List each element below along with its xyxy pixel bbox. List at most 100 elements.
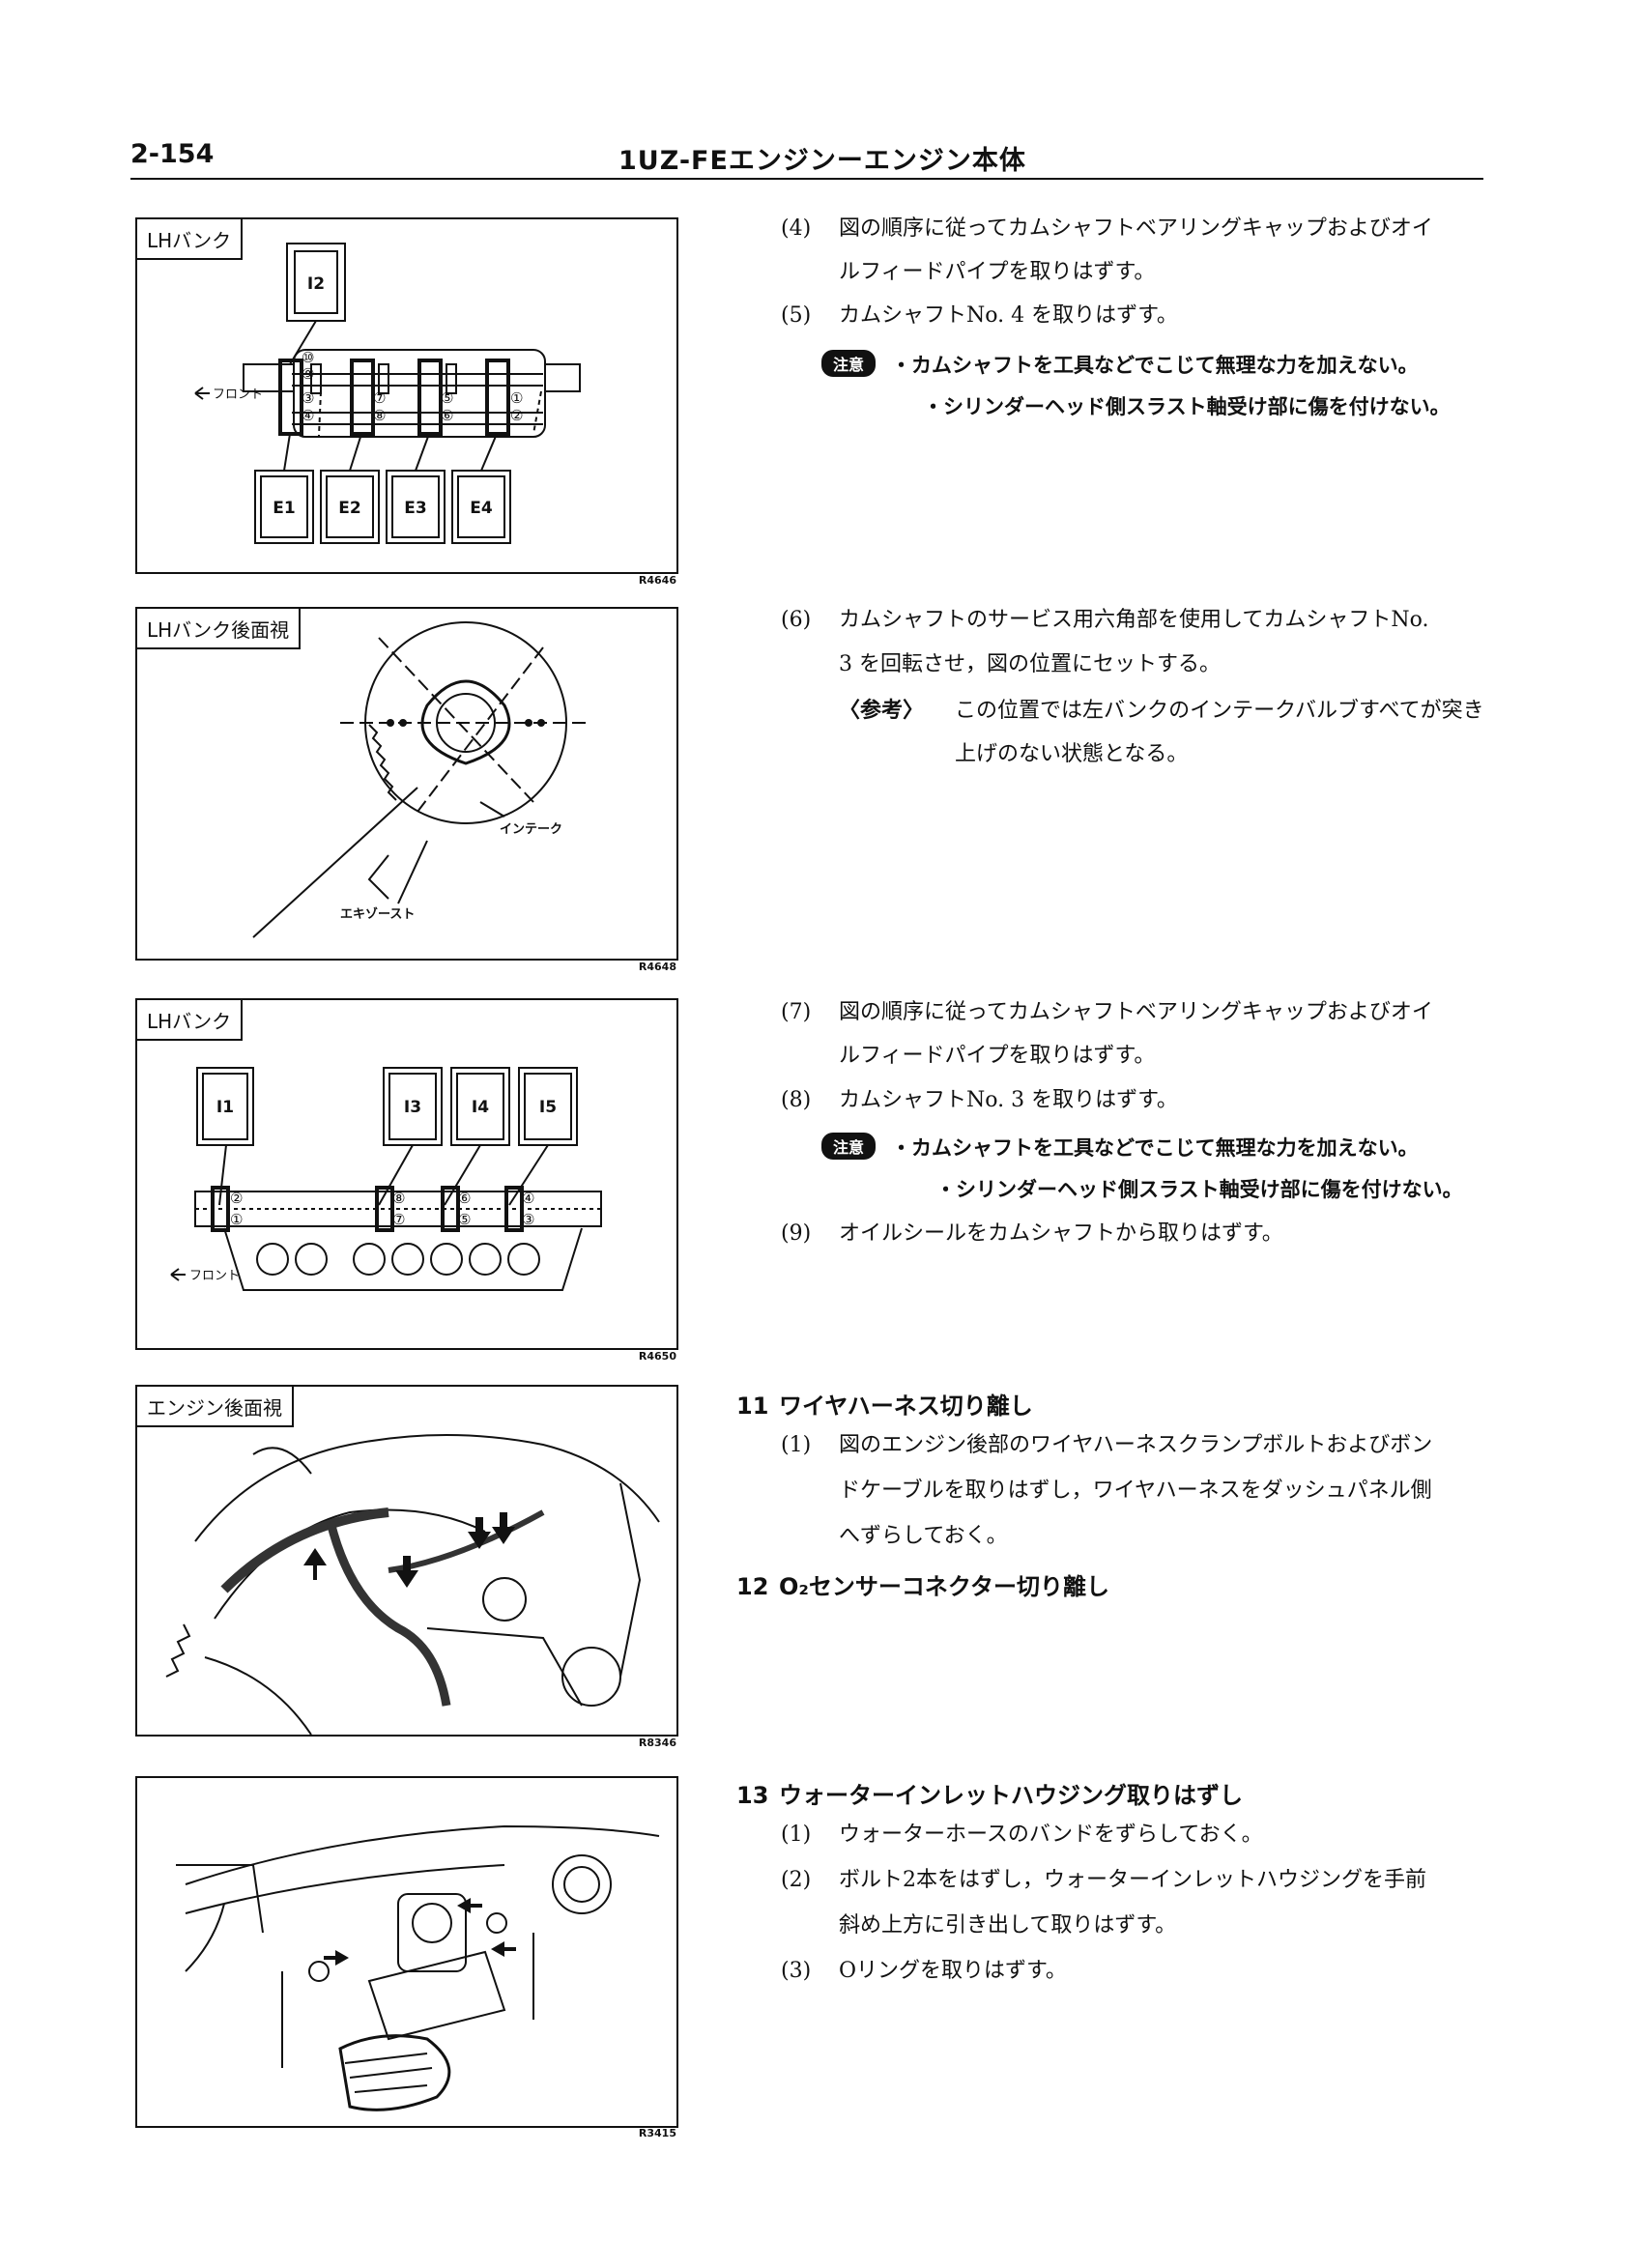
cap-number-6: ⑥ (458, 1190, 471, 1207)
step-9: (9) オイルシールをカムシャフトから取りはずす。 (781, 1220, 1283, 1249)
cap-number-2: ② (230, 1190, 243, 1207)
cap-number-8: ⑧ (373, 407, 386, 424)
step-8: (8) カムシャフトNo. 3 を取りはずす。 (781, 1086, 1178, 1115)
step-number: (1) (781, 1433, 812, 1457)
cap-number-10: ⑩ (302, 349, 314, 366)
step-text: Oリングを取りはずす。 (839, 1959, 1067, 1983)
step-text: オイルシールをカムシャフトから取りはずす。 (839, 1221, 1283, 1246)
step-number: (5) (781, 303, 812, 328)
step-number: (2) (781, 1868, 812, 1892)
step-11-1-cont-1: ドケーブルを取りはずし，ワイヤハーネスをダッシュパネル側 (839, 1479, 1432, 1503)
figure-label: LHバンク (137, 219, 244, 260)
figure-code: R4648 (638, 961, 676, 973)
figure-lh-bank-2: ② ① ⑧ ⑦ ⑥ ⑤ ④ ③ I1 I3 I4 I5 フロント LHバンク (135, 998, 678, 1350)
step-11-1-cont-2: へずらしておく。 (839, 1524, 1008, 1548)
step-text: カムシャフトNo. 4 を取りはずす。 (839, 303, 1178, 328)
cap-number-1: ① (230, 1211, 243, 1228)
caution-2-line-1: 注意・カムシャフトを工具などでこじて無理な力を加えない。 (821, 1133, 1419, 1162)
section-title: O₂センサーコネクター切り離し (779, 1573, 1109, 1600)
cap-number-4: ④ (302, 407, 314, 424)
step-number: (9) (781, 1221, 812, 1246)
cap-number-3: ③ (522, 1211, 534, 1228)
step-number: (6) (781, 608, 812, 632)
figure-code: R4646 (638, 574, 676, 587)
section-11-heading: 11 ワイヤハーネス切り離し (736, 1387, 1033, 1421)
section-number: 11 (736, 1392, 769, 1420)
step-7: (7)図の順序に従ってカムシャフトベアリングキャップおよびオイ (781, 998, 1433, 1027)
step-11-1: (1) 図のエンジン後部のワイヤハーネスクランプボルトおよびボン (781, 1431, 1432, 1460)
camshaft-cap-diagram-2: ② ① ⑧ ⑦ ⑥ ⑤ ④ ③ I1 I3 I4 I5 フロント (170, 1067, 602, 1291)
step-6: (6) カムシャフトのサービス用六角部を使用してカムシャフトNo. (781, 606, 1428, 635)
step-7-cont: ルフィードパイプを取りはずす。 (839, 1044, 1156, 1068)
caution-badge: 注意 (821, 350, 877, 377)
step-13-1: (1) ウォーターホースのバンドをずらしておく。 (781, 1821, 1263, 1850)
figure-label: エンジン後面視 (137, 1387, 294, 1427)
step-6-cont: 3 を回転させ，図の位置にセットする。 (839, 652, 1221, 676)
step-5: (5) カムシャフトNo. 4 を取りはずす。 (781, 301, 1178, 330)
cap-number-5: ⑤ (458, 1211, 471, 1228)
cap-number-7: ⑦ (373, 389, 386, 407)
page-header: 2-154 1UZ-FEエンジンーエンジン本体 (130, 135, 1483, 180)
step-text: カムシャフトのサービス用六角部を使用してカムシャフトNo. (839, 608, 1429, 632)
callout-i4: I4 (472, 1098, 489, 1117)
reference-tag: 〈参考〉 (839, 698, 925, 723)
wire-harness-illustration (165, 1434, 660, 1735)
step-4-cont: ルフィードパイプを取りはずす。 (839, 260, 1156, 284)
figure-code: R4650 (638, 1350, 676, 1363)
step-13-2-cont: 斜め上方に引き出して取りはずす。 (839, 1913, 1177, 1938)
cap-number-8: ⑧ (392, 1190, 405, 1207)
section-title: ワイヤハーネス切り離し (779, 1392, 1033, 1420)
front-label: フロント (213, 388, 263, 402)
step-number: (1) (781, 1823, 812, 1847)
cap-number-5: ⑤ (441, 389, 453, 407)
header-rule (130, 178, 1483, 180)
step-number: (8) (781, 1088, 812, 1112)
callout-i2: I2 (307, 274, 325, 294)
cap-number-9: ⑨ (302, 365, 314, 383)
page-number: 2-154 (130, 139, 215, 169)
step-text: 図の順序に従ってカムシャフトベアリングキャップおよびオイ (839, 216, 1433, 241)
figure-lh-bank-1: ⑩ ⑨ ⑦ ⑧ ③ ④ ⑤ ⑥ ① ② I2 E1 E2 E3 E4 フロント … (135, 217, 678, 574)
page-title: 1UZ-FEエンジンーエンジン本体 (618, 146, 1026, 176)
section-number: 12 (736, 1573, 769, 1600)
step-4: (4)図の順序に従ってカムシャフトベアリングキャップおよびオイ (781, 215, 1433, 244)
figure-code: R8346 (638, 1737, 676, 1749)
section-12-heading: 12 O₂センサーコネクター切り離し (736, 1567, 1109, 1601)
camshaft-cap-diagram-1: ⑩ ⑨ ⑦ ⑧ ③ ④ ⑤ ⑥ ① ② I2 E1 E2 E3 E4 フロント (194, 243, 581, 544)
reference-note: 〈参考〉この位置では左バンクのインテークバルブすべてが突き (839, 696, 1484, 726)
figure-label: LHバンク後面視 (137, 609, 302, 649)
cap-number-2: ② (510, 407, 523, 424)
section-number: 13 (736, 1782, 769, 1809)
cap-number-1: ① (510, 389, 523, 407)
intake-label: インテーク (500, 822, 562, 837)
caution-2-line-2: ・シリンダーヘッド側スラスト軸受け部に傷を付けない。 (935, 1178, 1463, 1201)
cap-number-3: ③ (302, 389, 314, 407)
step-number: (7) (781, 1000, 812, 1024)
callout-e1: E1 (273, 499, 295, 518)
cap-number-4: ④ (522, 1190, 534, 1207)
callout-i5: I5 (539, 1098, 557, 1117)
callout-i3: I3 (404, 1098, 421, 1117)
caution-1-line-2: ・シリンダーヘッド側スラスト軸受け部に傷を付けない。 (923, 395, 1451, 418)
camshaft-position-diagram: インテーク エキゾースト (252, 621, 591, 938)
front-label: フロント (189, 1269, 240, 1283)
step-text: ウォーターホースのバンドをずらしておく。 (839, 1823, 1263, 1847)
callout-i1: I1 (216, 1098, 234, 1117)
figure-label: LHバンク (137, 1000, 244, 1041)
callout-e3: E3 (404, 499, 426, 518)
exhaust-label: エキゾースト (340, 906, 415, 922)
callout-e4: E4 (470, 499, 493, 518)
callout-e2: E2 (338, 499, 360, 518)
caution-badge: 注意 (821, 1133, 877, 1160)
figure-water-inlet (135, 1776, 678, 2128)
caution-text: ・カムシャフトを工具などでこじて無理な力を加えない。 (891, 1136, 1419, 1160)
step-text: カムシャフトNo. 3 を取りはずす。 (839, 1088, 1178, 1112)
section-13-heading: 13 ウォーターインレットハウジング取りはずし (736, 1776, 1243, 1810)
figure-code: R3415 (638, 2127, 676, 2139)
water-inlet-housing-illustration (176, 1824, 660, 2111)
step-number: (3) (781, 1959, 812, 1983)
cap-number-6: ⑥ (441, 407, 453, 424)
figure-lh-bank-rear: インテーク エキゾースト LHバンク後面視 (135, 607, 678, 961)
step-text: 図のエンジン後部のワイヤハーネスクランプボルトおよびボン (839, 1433, 1433, 1457)
section-title: ウォーターインレットハウジング取りはずし (779, 1782, 1243, 1809)
